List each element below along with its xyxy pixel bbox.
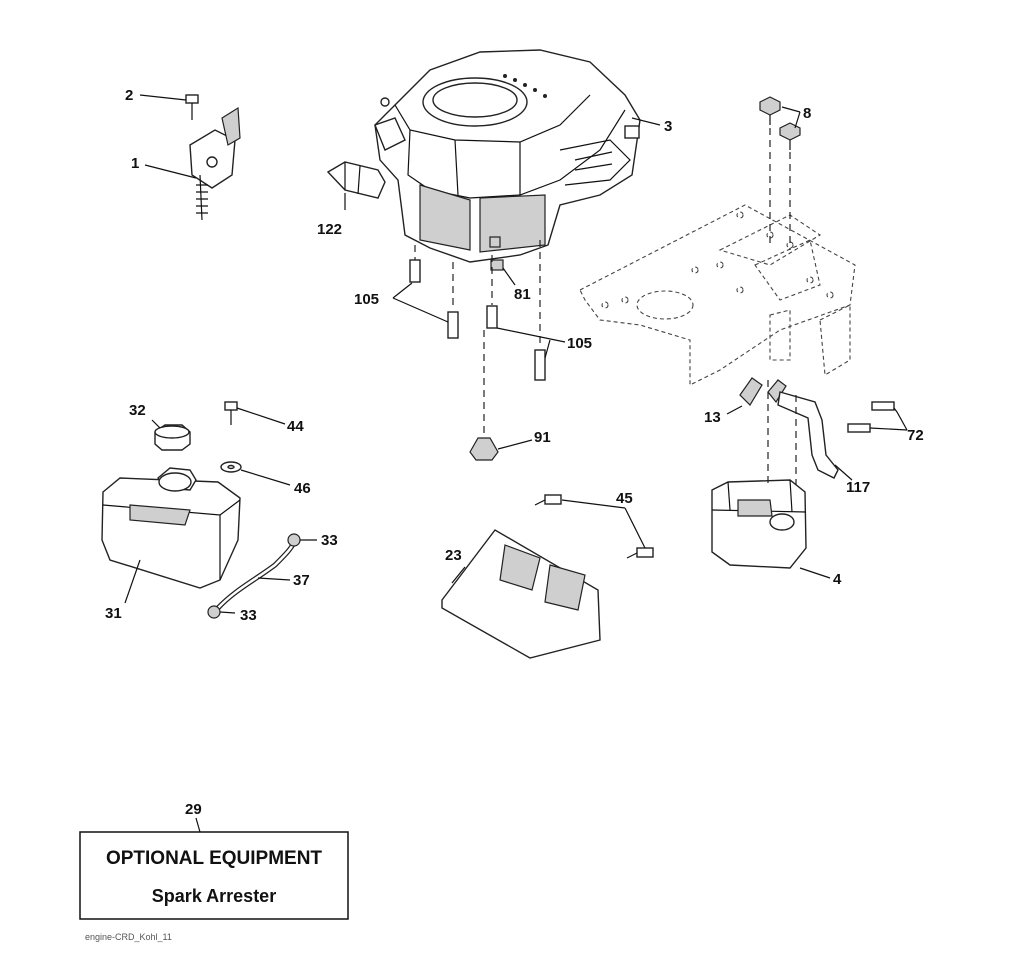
callout-37: 37	[293, 572, 310, 589]
fuel-cap-part-32	[154, 424, 191, 451]
callout-45: 45	[616, 490, 633, 507]
diagram-id: engine-CRD_Kohl_11	[85, 932, 172, 942]
callout-105-upper: 105	[354, 291, 379, 308]
fuel-tank-part-31	[101, 467, 241, 589]
callout-23: 23	[445, 547, 462, 564]
chassis-frame	[579, 204, 856, 386]
callout-29: 29	[185, 801, 202, 818]
screw-part-44	[224, 401, 238, 425]
screws-part-45	[534, 494, 654, 559]
callout-33-lower: 33	[240, 607, 257, 624]
heat-shield-part-23	[441, 529, 601, 659]
washer-part-46	[220, 461, 242, 473]
callout-117: 117	[846, 479, 870, 496]
callout-32: 32	[129, 402, 146, 419]
callout-4: 4	[833, 571, 842, 588]
callout-31: 31	[105, 605, 122, 622]
engine-part-3	[326, 49, 641, 271]
callout-3: 3	[664, 118, 672, 135]
fuel-line-part-37	[216, 541, 297, 610]
callout-labels: 2 1 3 122 105 81 105 91 8 13 72 117 4 45…	[105, 87, 924, 818]
optional-equipment-subtitle: Spark Arrester	[152, 886, 276, 906]
callout-2: 2	[125, 87, 133, 104]
callout-81: 81	[514, 286, 531, 303]
throttle-control-part-1	[189, 106, 241, 221]
callout-105-lower: 105	[567, 335, 592, 352]
callout-44: 44	[287, 418, 304, 435]
callout-46: 46	[294, 480, 311, 497]
callout-122: 122	[317, 221, 342, 238]
callout-1: 1	[131, 155, 139, 172]
gasket-part-13	[739, 377, 787, 406]
screw-part-2	[185, 94, 199, 120]
callout-72: 72	[907, 427, 924, 444]
callout-13: 13	[704, 409, 721, 426]
bushing-91	[469, 437, 499, 461]
exhaust-pipe-part-117	[777, 391, 839, 479]
optional-equipment-box: OPTIONAL EQUIPMENT Spark Arrester	[79, 831, 349, 920]
callout-91: 91	[534, 429, 551, 446]
callout-33-upper: 33	[321, 532, 338, 549]
engine-mount-dashlines	[414, 240, 541, 438]
optional-equipment-title: OPTIONAL EQUIPMENT	[106, 848, 322, 869]
muffler-part-4	[711, 380, 807, 569]
bolts-105	[409, 259, 546, 381]
callout-8: 8	[803, 105, 811, 122]
leader-lines	[124, 94, 908, 833]
